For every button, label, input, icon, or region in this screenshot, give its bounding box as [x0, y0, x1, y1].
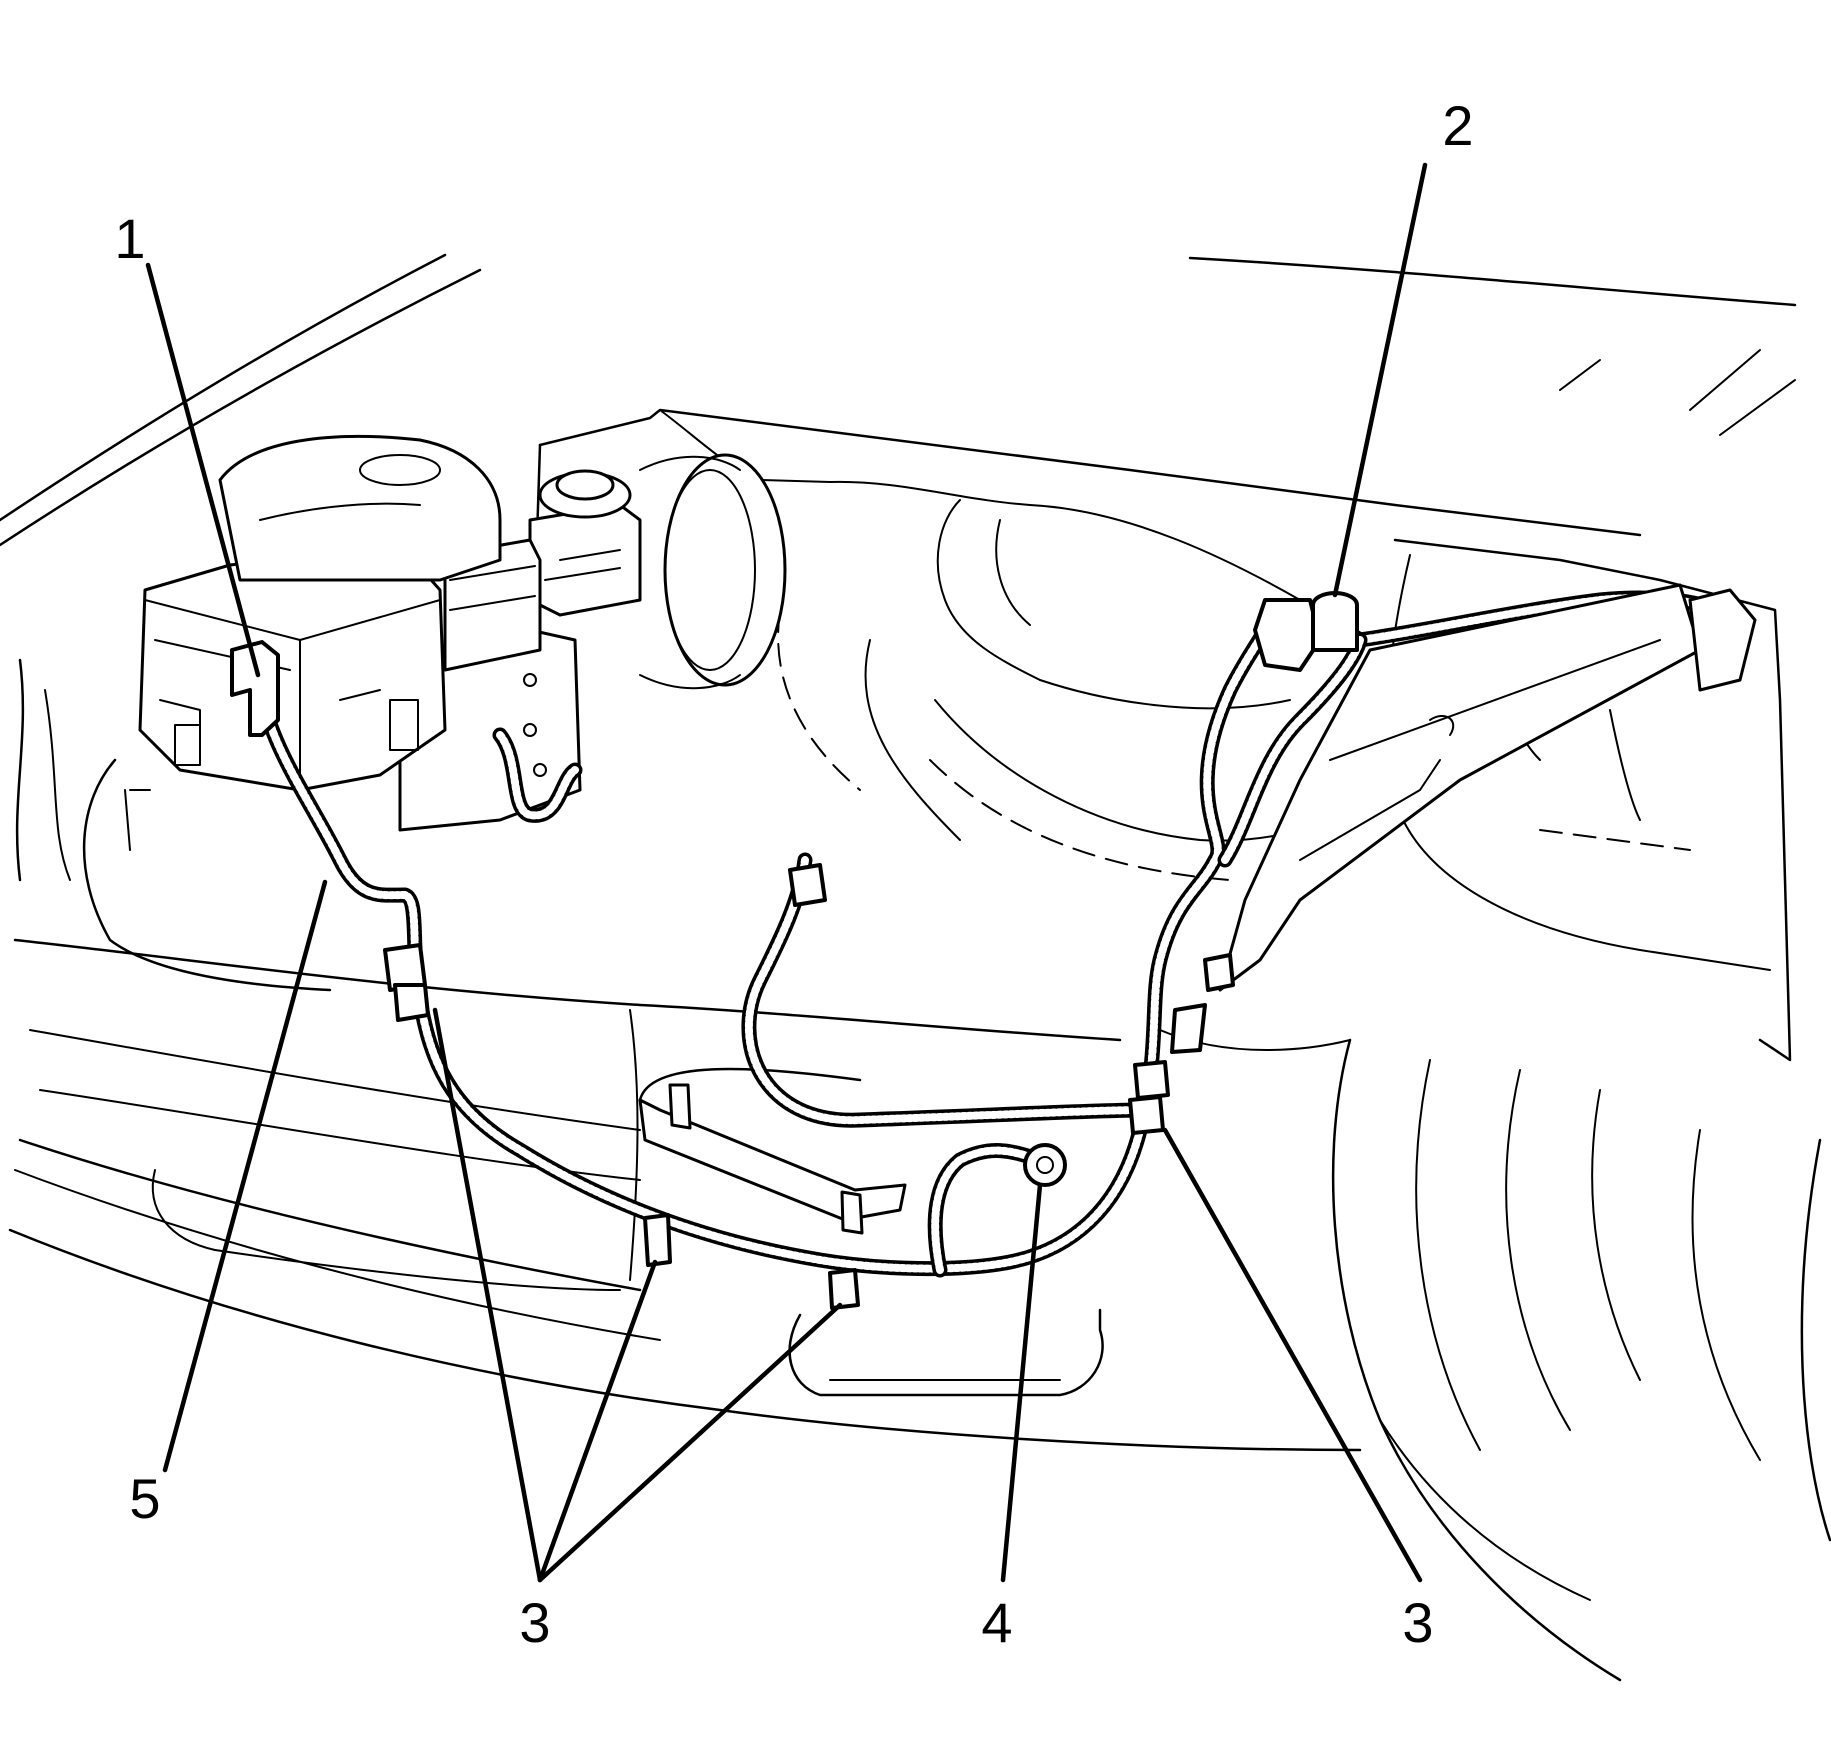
leader-3a-1 [432, 1007, 543, 1583]
connector-2 [1253, 591, 1359, 672]
callout-5: 5 [129, 1467, 160, 1530]
harness-clips [383, 863, 1235, 1310]
abs-module [398, 538, 582, 832]
reservoir [218, 434, 502, 582]
callout-3-left: 3 [519, 1591, 550, 1654]
leader-3b [1162, 1127, 1423, 1583]
front-bracket [638, 1067, 907, 1235]
fuse-box [138, 543, 447, 792]
callout-4: 4 [981, 1591, 1012, 1654]
leader-2 [1332, 162, 1428, 598]
callout-2: 2 [1442, 94, 1473, 157]
ground-stud-4 [1023, 1143, 1067, 1187]
leader-lines [145, 162, 1428, 1583]
leader-1 [145, 262, 261, 678]
wiring-harness [252, 590, 1728, 1278]
leader-5 [162, 879, 328, 1473]
leader-4 [1000, 1182, 1043, 1583]
master-cylinder [528, 469, 642, 617]
brake-booster [639, 453, 787, 690]
right-support-bracket [1218, 583, 1757, 992]
callout-1: 1 [114, 207, 145, 270]
connector-1 [230, 640, 280, 737]
callouts: 1 2 5 3 4 3 [114, 94, 1473, 1654]
leader-3a-3 [537, 1302, 843, 1583]
leader-3a-2 [537, 1259, 658, 1583]
callout-3-right: 3 [1402, 1591, 1433, 1654]
